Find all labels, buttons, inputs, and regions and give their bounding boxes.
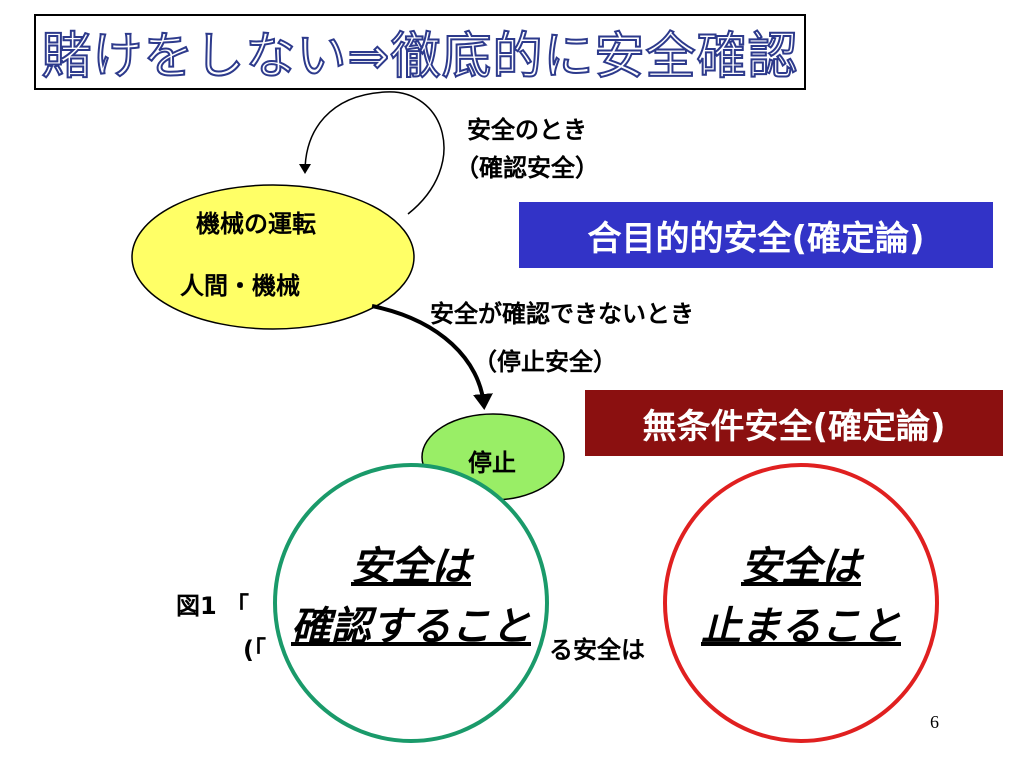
unconditional-safety-banner: 無条件安全(確定論) (585, 390, 1003, 456)
confirm-circle-line2: 確認すること (291, 604, 531, 650)
stop-arrow (371, 304, 493, 410)
unconfirmed-label-line2: （停止安全） (473, 348, 617, 376)
unconfirmed-label-line1: 安全が確認できないとき (430, 300, 694, 328)
confirm-circle-line1: 安全は (351, 544, 471, 590)
stop-circle-line1: 安全は (741, 544, 861, 590)
operation-label-line2: 人間・機械 (180, 272, 300, 300)
title-box (34, 14, 806, 90)
operation-node (131, 184, 415, 330)
caption-line1: 図1 「 (176, 592, 250, 620)
caption-line2-left: (「 (243, 636, 266, 664)
confirm-circle (273, 463, 549, 743)
stop-circle-line2: 止まること (701, 604, 901, 650)
safe-label-line2: （確認安全） (455, 154, 599, 182)
self-loop-arrow (299, 91, 445, 215)
page-number: 6 (930, 712, 939, 732)
stop-label: 停止 (468, 449, 516, 477)
operation-label-line1: 機械の運転 (196, 210, 316, 238)
slide-title: 賭けをしない⇒徹底的に安全確認 (41, 26, 799, 86)
stop-circle (663, 463, 939, 743)
purposive-safety-banner: 合目的的安全(確定論) (519, 202, 993, 268)
caption-line2-right: る安全は (549, 636, 645, 664)
safe-label-line1: 安全のとき (467, 116, 587, 144)
